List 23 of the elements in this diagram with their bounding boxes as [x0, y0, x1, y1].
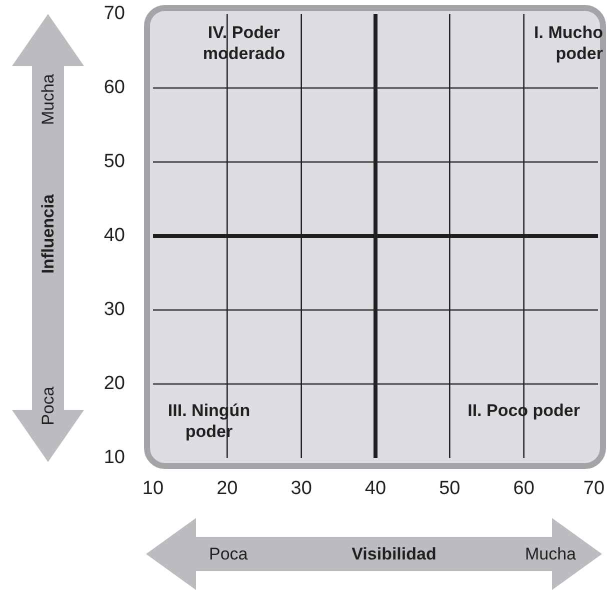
end-label: Poca — [209, 546, 248, 562]
quadrant-label: I. Mucho poder — [533, 22, 603, 64]
axis-tick-label: 30 — [290, 479, 312, 498]
end-label: Poca — [40, 386, 56, 426]
axis-tick-label: 70 — [104, 4, 125, 23]
axis-tick-label: 10 — [104, 448, 125, 467]
axis-tick-label: 20 — [216, 479, 238, 498]
axis-tick-label: 70 — [583, 479, 605, 498]
axis-tick-label: 50 — [439, 479, 460, 498]
axis-title: Visibilidad — [352, 546, 436, 562]
axis-tick-label: 40 — [364, 479, 386, 498]
axis-tick-label: 20 — [104, 374, 125, 393]
end-label: Mucha — [524, 546, 576, 562]
axis-tick-label: 30 — [104, 300, 125, 319]
axis-tick-label: 40 — [104, 226, 125, 245]
end-label: Mucha — [40, 74, 56, 126]
axis-tick-label: 60 — [104, 78, 125, 97]
axis-tick-label: 50 — [104, 152, 125, 171]
axis-arrow — [146, 518, 602, 590]
axis-title: Influencia — [40, 194, 56, 274]
axis-tick-label: 10 — [142, 479, 164, 498]
axis-tick-label: 60 — [513, 479, 534, 498]
axis-arrow — [12, 14, 84, 462]
